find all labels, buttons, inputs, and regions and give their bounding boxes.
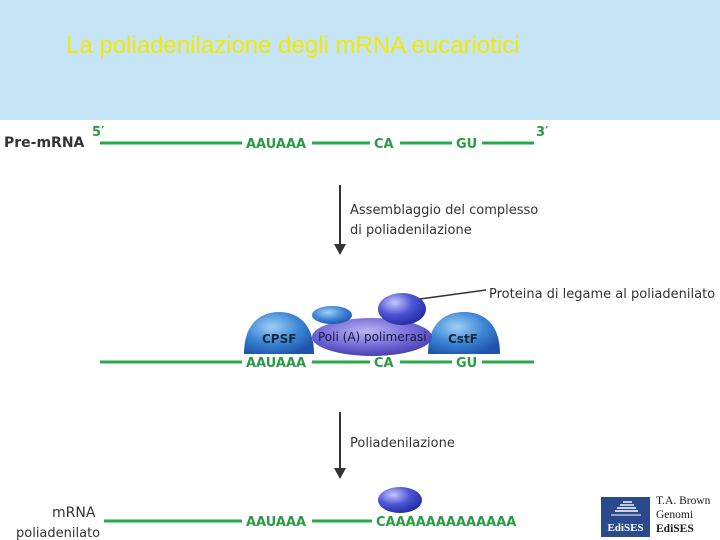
polya-polymerase-protein bbox=[312, 318, 432, 356]
pabp-protein bbox=[378, 293, 426, 325]
down-arrow-icon bbox=[334, 185, 346, 255]
logo-text: EdiSES bbox=[607, 522, 644, 534]
ediSES-logo: EdiSES bbox=[601, 497, 650, 537]
book-credit: T.A. Brown Genomi EdiSES bbox=[656, 494, 710, 536]
pabp-bound-protein bbox=[378, 487, 422, 513]
aauaaa-signal-2: AAUAAA bbox=[246, 356, 306, 371]
step1-label-line1: Assemblaggio del complesso bbox=[350, 203, 538, 218]
small-protein-blob bbox=[312, 306, 352, 324]
poly-a-tail: CAAAAAAAAAAAAA bbox=[376, 515, 516, 530]
step2-label: Poliadenilazione bbox=[350, 436, 455, 451]
three-prime-label: 3′ bbox=[536, 125, 549, 140]
cpsf-protein bbox=[244, 312, 314, 354]
mrna-label: mRNA bbox=[52, 505, 96, 521]
pre-mrna-label: Pre-mRNA bbox=[4, 135, 85, 151]
credit-book: Genomi bbox=[656, 509, 694, 521]
cpsf-label: CPSF bbox=[262, 332, 296, 346]
mrna-label-2: poliadenilato bbox=[16, 526, 100, 540]
credit-publisher: EdiSES bbox=[656, 523, 694, 535]
cstf-label: CstF bbox=[448, 332, 478, 346]
gu-element-2: GU bbox=[456, 356, 477, 371]
step1-label-line2: di poliadenilazione bbox=[350, 223, 472, 238]
polymerase-label: Poli (A) polimerasi bbox=[318, 330, 427, 344]
five-prime-label: 5′ bbox=[92, 125, 105, 140]
cstf-protein bbox=[428, 312, 500, 354]
ca-site-1: CA bbox=[374, 137, 394, 152]
aauaaa-signal-1: AAUAAA bbox=[246, 137, 306, 152]
aauaaa-signal-3: AAUAAA bbox=[246, 515, 306, 530]
pabp-label: Proteina di legame al poliadenilato bbox=[489, 287, 715, 302]
slide-title: La poliadenilazione degli mRNA eucarioti… bbox=[66, 32, 520, 59]
credit-author: T.A. Brown bbox=[656, 495, 711, 507]
down-arrow-icon bbox=[334, 412, 346, 479]
gu-element-1: GU bbox=[456, 137, 477, 152]
ca-site-2: CA bbox=[374, 356, 394, 371]
pabp-pointer-line bbox=[419, 289, 487, 300]
header-band bbox=[0, 0, 720, 120]
